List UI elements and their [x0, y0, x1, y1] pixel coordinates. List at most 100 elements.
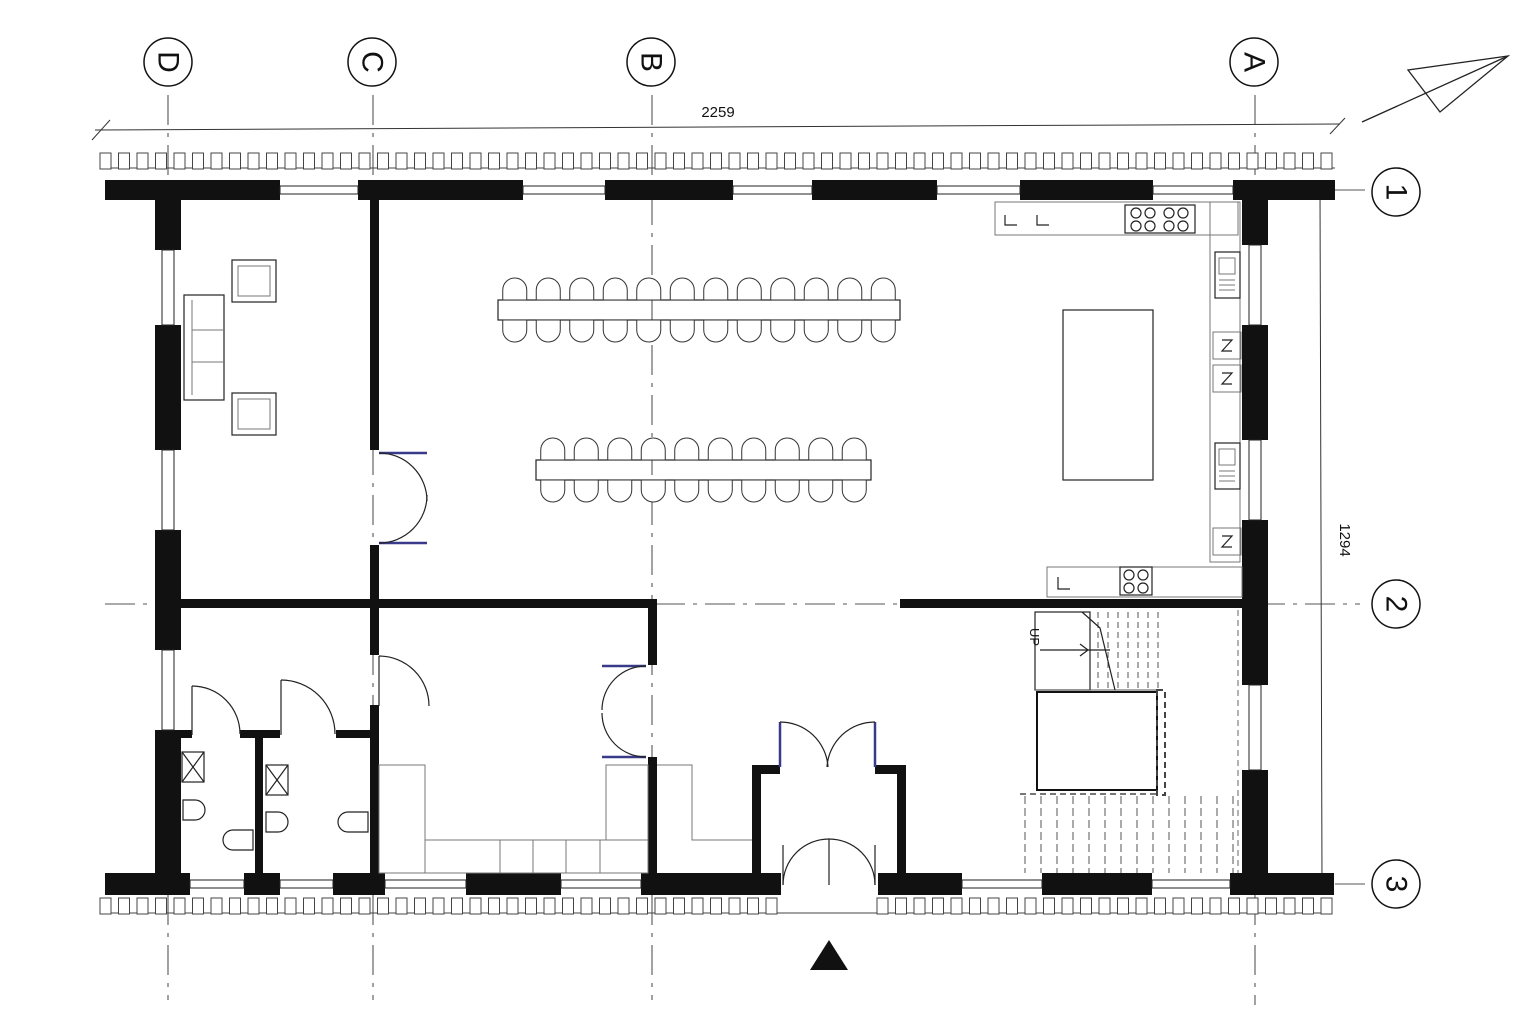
kitchen-counter	[994, 201, 1243, 598]
fence-post	[414, 152, 426, 170]
fence-post	[414, 897, 426, 915]
grid-column-a-label: A	[1238, 52, 1271, 72]
hall-counter	[657, 764, 752, 841]
fence-post	[1191, 152, 1203, 170]
fence-post	[1098, 897, 1111, 915]
fence-post	[1043, 152, 1055, 170]
fence-post	[747, 897, 759, 915]
chair-icon	[607, 479, 633, 503]
fence-post	[691, 897, 704, 915]
chair-icon	[736, 277, 762, 301]
fence-post	[1154, 897, 1166, 915]
fence-post	[1024, 897, 1037, 915]
fence-post	[617, 897, 630, 915]
fence-post	[543, 897, 556, 915]
fence-post	[691, 152, 704, 170]
fence-post	[358, 152, 371, 170]
fence-post	[451, 152, 463, 170]
fence-post	[1302, 897, 1314, 915]
fence-post	[340, 897, 352, 915]
height-dimension-label: 1294	[1336, 523, 1353, 556]
fence-post	[673, 152, 685, 170]
north-arrow-icon	[1361, 55, 1511, 123]
door-kitchenette[interactable]	[378, 655, 430, 707]
fence-post	[192, 897, 204, 915]
fence-post	[321, 152, 334, 170]
door-living-dining[interactable]	[378, 451, 428, 545]
fence-post	[1135, 897, 1148, 915]
fence-post	[636, 897, 648, 915]
fence-post	[525, 152, 537, 170]
fence-post	[284, 897, 297, 915]
fence-post	[469, 152, 482, 170]
fence-post	[747, 152, 759, 170]
fence-post	[895, 152, 907, 170]
fence-post	[1302, 152, 1314, 170]
door-wc-right[interactable]	[280, 679, 336, 735]
chair-icon	[803, 319, 829, 343]
fence-post	[506, 897, 519, 915]
fence-post	[303, 897, 315, 915]
fence-post	[1209, 897, 1222, 915]
chair-icon	[669, 277, 695, 301]
fence-post	[562, 152, 574, 170]
fence-post	[617, 152, 630, 170]
chair-icon	[803, 277, 829, 301]
fence-post	[118, 152, 130, 170]
fence-post	[469, 897, 482, 915]
chair-icon	[669, 319, 695, 343]
chair-icon	[870, 319, 896, 343]
grid-column-d: D	[143, 37, 193, 87]
grid-row-2-label: 2	[1380, 596, 1413, 613]
fence-post	[876, 897, 889, 915]
fence-post	[987, 897, 1000, 915]
fence-post	[1265, 152, 1277, 170]
fence-post	[284, 152, 297, 170]
fence-post	[1172, 152, 1185, 170]
chair-icon	[602, 277, 628, 301]
fence-post	[913, 152, 926, 170]
grid-row-2: 2	[1371, 579, 1421, 629]
fence-post	[99, 152, 112, 170]
fence-post	[229, 897, 241, 915]
fence-post	[1320, 152, 1333, 170]
fence-post	[710, 897, 722, 915]
chair-icon	[736, 319, 762, 343]
interior-walls	[178, 200, 1245, 875]
fence-post	[839, 152, 852, 170]
height-dimension: 1294	[1319, 189, 1353, 885]
fence-top	[99, 152, 1335, 170]
fence-post	[1006, 897, 1018, 915]
fence-post	[173, 897, 186, 915]
fence-post	[728, 152, 741, 170]
fence-post	[192, 152, 204, 170]
door-wc-left[interactable]	[191, 685, 241, 735]
grid-column-c: C	[347, 37, 397, 87]
fence-post	[1043, 897, 1055, 915]
fence-post	[599, 152, 611, 170]
chair-icon	[870, 277, 896, 301]
fence-post	[358, 897, 371, 915]
fence-post	[932, 897, 944, 915]
door-hall[interactable]	[601, 664, 647, 759]
fence-post	[969, 897, 981, 915]
fence-post	[506, 152, 519, 170]
grid-lines	[105, 95, 1365, 1005]
chair-icon	[841, 437, 867, 461]
fence-post	[1061, 897, 1074, 915]
fence-post	[913, 897, 926, 915]
door-entrance-outer[interactable]	[782, 838, 876, 886]
chair-icon	[703, 319, 729, 343]
fence-post	[1135, 152, 1148, 170]
chair-icon	[837, 277, 863, 301]
fence-post	[1117, 152, 1129, 170]
stair-flight-upper: UP	[1027, 611, 1160, 691]
fence-post	[99, 897, 112, 915]
fence-post	[155, 152, 167, 170]
chair-icon	[707, 479, 733, 503]
chair-icon	[540, 479, 566, 503]
door-entrance-inner[interactable]	[778, 721, 877, 768]
fence-post	[673, 897, 685, 915]
fence-post	[136, 897, 149, 915]
fence-post	[543, 152, 556, 170]
